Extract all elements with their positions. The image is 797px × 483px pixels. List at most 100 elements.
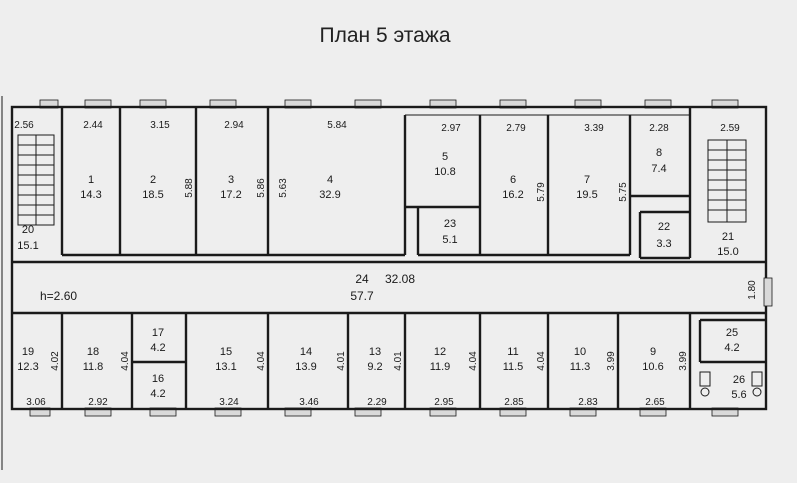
- room-area: 9.2: [367, 361, 382, 373]
- room-number: 19: [22, 346, 34, 358]
- room-number: 18: [87, 346, 99, 358]
- bottom-partitions: [60, 313, 766, 409]
- room-area: 11.8: [83, 361, 104, 373]
- corridor-number: 24: [355, 272, 369, 286]
- bottom-depth-dims: 4.02 4.04 4.04 4.01 4.01 4.04 4.04 3.99 …: [50, 351, 689, 371]
- room-area: 16.2: [502, 189, 523, 201]
- dim-label: 4.04: [468, 351, 479, 371]
- room-number: 13: [369, 346, 381, 358]
- dim-label: 5.63: [278, 178, 289, 198]
- toilet-icons: [699, 371, 763, 397]
- dim-label: 5.84: [327, 120, 347, 131]
- room-area: 17.2: [220, 189, 241, 201]
- room-area: 4.2: [150, 342, 165, 354]
- room-area: 4.2: [150, 388, 165, 400]
- room-number: 14: [300, 346, 312, 358]
- dim-label: 5.86: [256, 178, 267, 198]
- room-area: 7.4: [651, 163, 666, 175]
- dim-label: 2.56: [14, 120, 34, 131]
- room-number: 4: [327, 174, 333, 186]
- dim-label: 4.04: [120, 351, 131, 371]
- room-area: 12.3: [17, 361, 38, 373]
- top-width-dims: 2.56 2.44 3.15 2.94 5.84 2.97 2.79 3.39 …: [14, 120, 740, 134]
- dim-label: 2.79: [506, 123, 526, 134]
- dim-label: 2.83: [578, 397, 598, 408]
- top-depth-dims: 5.88 5.86 5.63 5.79 5.75: [184, 178, 629, 202]
- room-number: 2: [150, 174, 156, 186]
- dim-label: 3.06: [26, 397, 46, 408]
- dim-label: 2.94: [224, 120, 244, 131]
- room-number: 23: [444, 218, 456, 230]
- room-area: 10.8: [434, 166, 455, 178]
- room-number: 20: [22, 224, 34, 236]
- room-labels: 1 14.3 2 18.5 3 17.2 4 32.9 5 10.8 6 16.…: [17, 147, 746, 401]
- room-area: 11.3: [570, 361, 591, 373]
- room-number: 9: [650, 346, 656, 358]
- dim-label: 4.01: [393, 351, 404, 371]
- room-number: 8: [656, 147, 662, 159]
- dim-label: 3.99: [678, 351, 689, 371]
- stairs-right: [707, 139, 747, 223]
- room-area: 5.6: [731, 389, 746, 401]
- room-number: 21: [722, 231, 734, 243]
- room-area: 19.5: [576, 189, 597, 201]
- room-number: 6: [510, 174, 516, 186]
- right-entrance: [763, 277, 773, 307]
- dim-label: 4.02: [50, 351, 61, 371]
- room-area: 11.9: [430, 361, 451, 373]
- room-area: 15.1: [17, 240, 38, 252]
- room-number: 11: [507, 346, 518, 358]
- dim-label: 3.46: [299, 397, 319, 408]
- dim-label: 3.24: [219, 397, 239, 408]
- dim-label: 2.85: [504, 397, 524, 408]
- dim-label: 4.04: [536, 351, 547, 371]
- corridor-labels: 24 32.08 57.7 h=2.60 1.80: [40, 272, 758, 303]
- room-number: 15: [220, 346, 232, 358]
- dim-label: 2.44: [83, 120, 103, 131]
- dim-label: 5.79: [536, 182, 547, 202]
- room-area: 32.9: [319, 189, 340, 201]
- corridor-width: 1.80: [747, 280, 758, 300]
- room-area: 4.2: [724, 342, 739, 354]
- dim-label: 5.75: [618, 182, 629, 202]
- room-number: 16: [152, 373, 164, 385]
- plan-title: План 5 этажа: [319, 24, 451, 47]
- room-number: 3: [228, 174, 234, 186]
- dim-label: 3.99: [606, 351, 617, 371]
- room-number: 12: [434, 346, 446, 358]
- room-area: 3.3: [656, 238, 671, 250]
- room-number: 10: [574, 346, 586, 358]
- room-number: 5: [442, 151, 448, 163]
- room-number: 25: [726, 327, 738, 339]
- room-area: 13.9: [295, 361, 316, 373]
- room-area: 5.1: [442, 234, 457, 246]
- dim-label: 4.04: [256, 351, 267, 371]
- dim-label: 2.59: [720, 123, 740, 134]
- room-number: 22: [658, 221, 670, 233]
- room-area: 13.1: [215, 361, 236, 373]
- dim-label: 3.39: [584, 123, 604, 134]
- dim-label: 2.95: [434, 397, 454, 408]
- room-number: 17: [152, 327, 164, 339]
- dim-label: 3.15: [150, 120, 170, 131]
- corridor-length: 32.08: [385, 272, 415, 286]
- dim-label: 4.01: [336, 351, 347, 371]
- room-number: 1: [88, 174, 94, 186]
- outer-wall: [10, 105, 768, 411]
- top-partitions: [60, 107, 692, 260]
- ceiling-height: h=2.60: [40, 289, 77, 303]
- corridor-area: 57.7: [350, 289, 374, 303]
- room-area: 18.5: [142, 189, 163, 201]
- dim-label: 2.28: [649, 123, 669, 134]
- dim-label: 2.65: [645, 397, 665, 408]
- room-area: 10.6: [642, 361, 663, 373]
- room-area: 14.3: [80, 189, 101, 201]
- dim-label: 2.97: [441, 123, 461, 134]
- stairs-left: [17, 134, 55, 226]
- room-number: 26: [733, 374, 745, 386]
- room-area: 11.5: [503, 361, 524, 373]
- room-number: 7: [584, 174, 590, 186]
- dim-label: 2.92: [88, 397, 108, 408]
- dim-label: 5.88: [184, 178, 195, 198]
